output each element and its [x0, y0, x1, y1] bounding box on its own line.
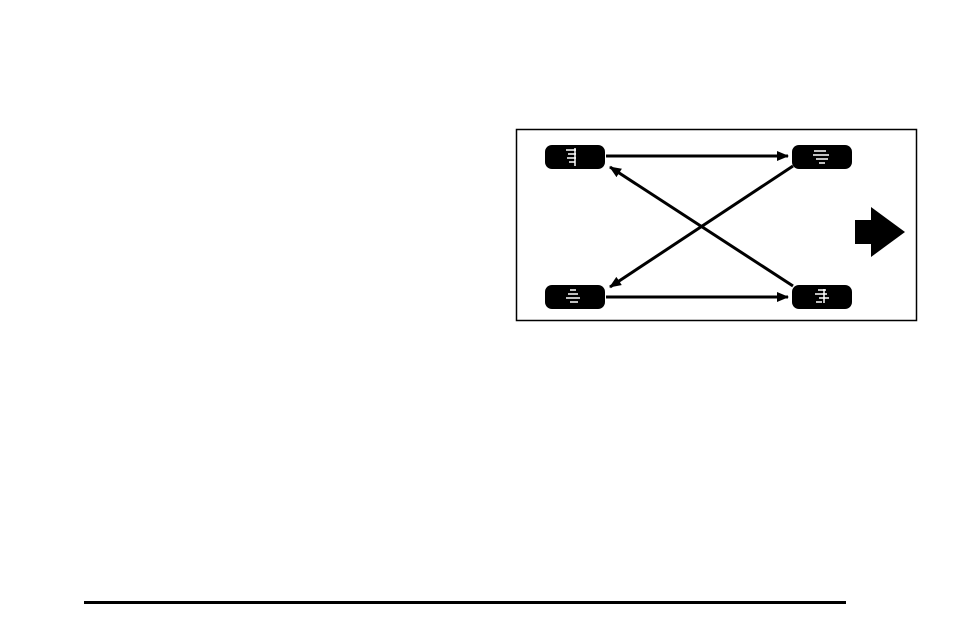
tire-front-right-icon — [792, 145, 852, 169]
tire-rear-left-icon — [545, 285, 605, 309]
tire-front-left-icon — [545, 145, 605, 169]
footer-rule — [84, 601, 846, 604]
tire-rear-right-icon — [792, 285, 852, 309]
